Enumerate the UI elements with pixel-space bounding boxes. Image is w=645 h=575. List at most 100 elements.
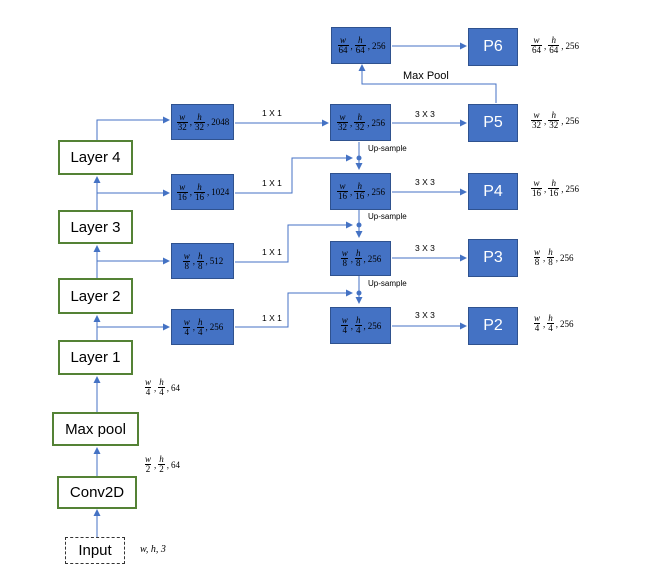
input-dims-text: w, h, 3 (140, 544, 166, 555)
dim-den: 64 (354, 45, 366, 55)
arrow-layer4-to-c5 (96, 116, 170, 140)
dim-num: w (183, 250, 190, 261)
p4-label: P4 (483, 182, 503, 200)
dim-den: 8 (533, 257, 541, 267)
dim-den: 4 (533, 323, 541, 333)
dim-channels: 256 (560, 252, 574, 263)
dim-den: 64 (337, 45, 349, 55)
dim-num: w (179, 181, 186, 192)
dim-num: w (183, 316, 190, 327)
conv2d-label: Conv2D (69, 484, 125, 501)
output-box-p2: P2 (468, 307, 518, 345)
dim-channels: 256 (367, 253, 382, 264)
dim-channels: 64 (171, 382, 181, 393)
dim-num: w (341, 315, 348, 325)
dim-den: 4 (341, 325, 348, 335)
dim-num: h (551, 110, 557, 120)
arrow-p5-maxpool-to-m6 (358, 64, 497, 103)
dim-channels: 2048 (211, 117, 230, 127)
dim-channels: 256 (209, 322, 224, 332)
dim-channels: 256 (565, 115, 580, 126)
dim-num: h (197, 181, 202, 192)
dim-den: 4 (197, 326, 204, 337)
conv2d-box: Conv2D (57, 476, 137, 509)
dim-den: 16 (176, 191, 188, 202)
dim-den: 16 (531, 188, 542, 198)
merge-node-2 (356, 290, 362, 296)
layer1-box: Layer 1 (58, 340, 133, 375)
dim-channels: 256 (371, 117, 386, 128)
dim-num: h (548, 247, 553, 257)
conv3x3-label-p4: 3 X 3 (415, 177, 435, 187)
dim-den: 4 (144, 387, 152, 397)
arrow-c4-to-merge4 (235, 154, 353, 194)
dim-channels: 256 (565, 40, 580, 51)
dim-num: h (356, 315, 361, 325)
dim-num: w (339, 112, 346, 122)
dim-num: w (339, 181, 346, 191)
dim-num: w (533, 110, 540, 120)
dim-channels: 256 (565, 183, 580, 194)
upsample-label-1: Up-sample (368, 144, 407, 153)
dim-den: 4 (183, 326, 190, 337)
dim-den: 8 (355, 258, 362, 268)
dim-den: 8 (183, 260, 190, 271)
conv1x1-label-c2: 1 X 1 (262, 313, 282, 323)
dim-num: h (551, 178, 557, 188)
dim-num: h (357, 181, 363, 191)
dim-num: w (339, 35, 346, 45)
input-dims: w, h, 3 (140, 544, 166, 555)
output-box-p6: P6 (468, 28, 518, 66)
dim-den: 4 (158, 387, 165, 397)
dim-channels: 1024 (211, 187, 230, 197)
dim-den: 16 (354, 191, 366, 201)
maxpool-box: Max pool (52, 412, 139, 446)
dim-num: h (198, 250, 203, 261)
layer2-box: Layer 2 (58, 278, 133, 314)
dim-den: 4 (355, 325, 362, 335)
dim-num: h (159, 454, 164, 464)
dim-num: w (179, 111, 186, 122)
dim-den: 32 (194, 121, 205, 132)
layer2-label: Layer 2 (70, 287, 121, 305)
dim-num: h (198, 316, 203, 327)
dim-den: 8 (547, 257, 554, 267)
dim-den: 4 (547, 323, 554, 333)
dim-den: 2 (144, 464, 152, 474)
dim-num: h (357, 112, 363, 122)
conv3x3-label-p2: 3 X 3 (415, 310, 435, 320)
maxpool-label: Max pool (65, 420, 126, 438)
p3-label: P3 (483, 249, 503, 266)
conv3x3-label-p5: 3 X 3 (415, 109, 435, 119)
dim-den: 32 (531, 120, 542, 130)
dim-channels: 256 (560, 318, 574, 329)
conv3x3-label-p3: 3 X 3 (415, 243, 435, 253)
input-box: Input (65, 537, 125, 564)
layer4-label: Layer 4 (70, 149, 121, 166)
dim-den: 2 (158, 464, 165, 474)
dim-den: 64 (548, 45, 560, 55)
dim-num: w (534, 247, 541, 257)
dim-den: 16 (548, 188, 560, 198)
arrow-c3-to-merge3 (235, 221, 353, 263)
output-box-p5: P5 (468, 104, 518, 142)
merge-node-3 (356, 222, 362, 228)
dim-channels: 512 (209, 256, 224, 266)
conv1x1-label-c4: 1 X 1 (262, 178, 282, 188)
dim-den: 32 (337, 122, 348, 132)
p2-label: P2 (483, 317, 503, 334)
layer3-box: Layer 3 (58, 210, 133, 244)
